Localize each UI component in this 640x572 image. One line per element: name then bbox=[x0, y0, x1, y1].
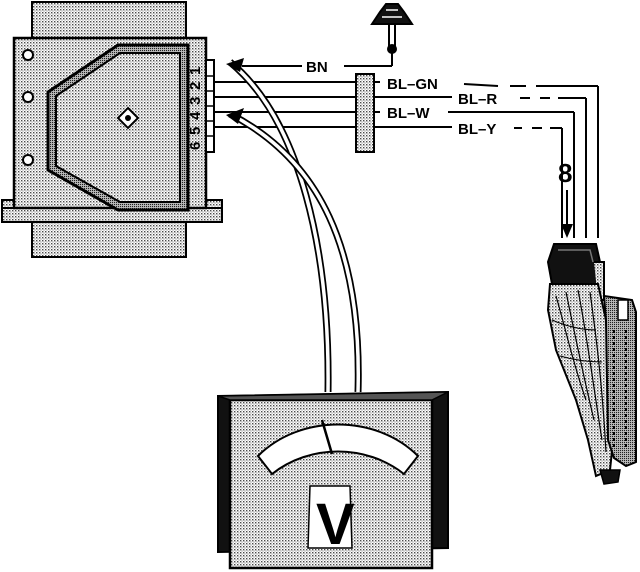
wire-bl-r bbox=[214, 96, 587, 238]
pin-number: 3 bbox=[187, 97, 204, 105]
wire-label-bl-w: BL–W bbox=[387, 105, 430, 122]
voltmeter-icon bbox=[217, 58, 449, 570]
pin-number: 2 bbox=[187, 82, 204, 90]
pin-number: 4 bbox=[187, 111, 204, 120]
control-module-icon bbox=[1, 1, 223, 258]
pin-number: 1 bbox=[187, 67, 204, 75]
meter-label: V bbox=[316, 492, 355, 557]
wire-bn bbox=[242, 52, 393, 67]
wire-bl-w bbox=[214, 111, 575, 238]
connector-callout-label: 8 bbox=[558, 158, 572, 188]
wire-bl-gn bbox=[214, 81, 599, 238]
connector-pin-numbers: 6 5 4 3 2 1 bbox=[187, 67, 204, 150]
wire-label-bn: BN bbox=[306, 59, 328, 76]
wire-bl-y bbox=[214, 126, 563, 238]
pin-number: 6 bbox=[187, 142, 204, 150]
wire-label-bl-gn: BL–GN bbox=[387, 76, 438, 93]
callout-arrow-icon bbox=[561, 190, 573, 238]
pin-number: 5 bbox=[187, 127, 204, 135]
wiring-harness-icon bbox=[546, 243, 637, 485]
wire-label-bl-y: BL–Y bbox=[458, 121, 496, 138]
wire-label-bl-r: BL–R bbox=[458, 91, 497, 108]
wire-splice-block bbox=[355, 73, 375, 153]
ground-terminal-icon bbox=[370, 3, 414, 54]
